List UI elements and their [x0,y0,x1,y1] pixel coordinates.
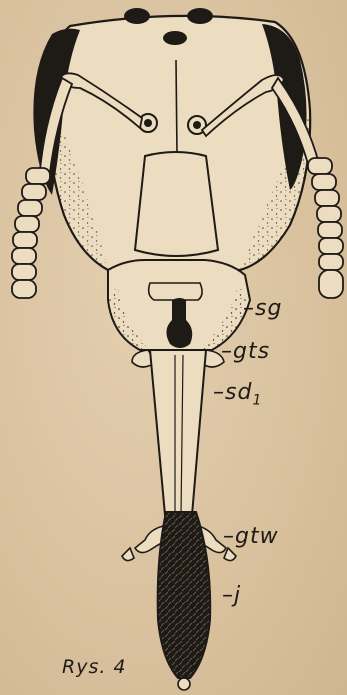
j-glossa [158,512,211,678]
label-sd1: –sd1 [213,380,262,408]
label-gtw: –gtw [223,524,279,549]
clypeus [135,152,218,256]
figure-caption: Rys. 4 [62,656,127,678]
label-sg: –sg [243,296,282,321]
median-suture [176,60,177,155]
label-j: –j [222,583,241,608]
sd1-proboscis [150,350,206,515]
label-gts: –gts [221,339,270,364]
glossa-tip [178,678,190,690]
